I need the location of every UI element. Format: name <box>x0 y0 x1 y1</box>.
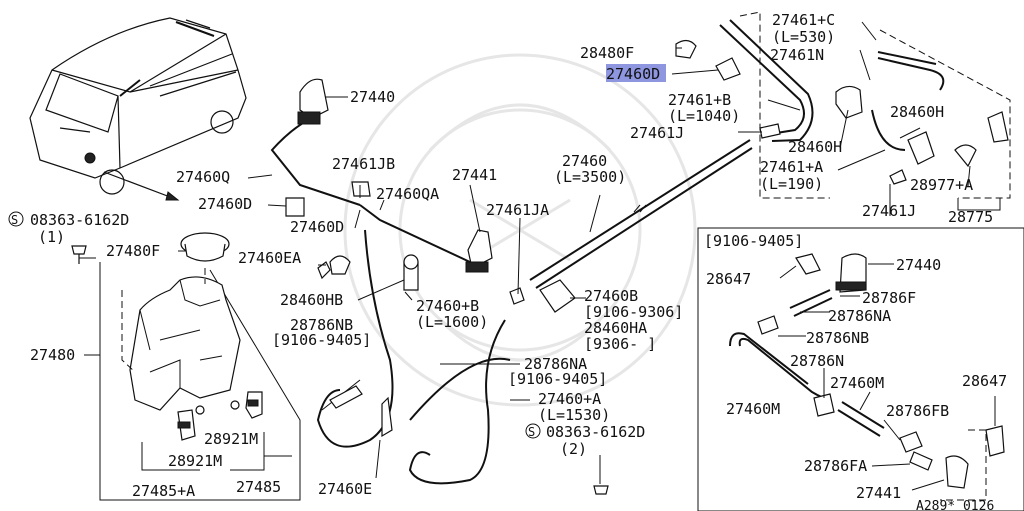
label-27485: 27485 <box>236 478 281 496</box>
label-28921M-right: 28921M <box>204 430 258 448</box>
screw-symbol-2-letter: S <box>528 425 535 439</box>
label-27461C-length: (L=530) <box>772 28 835 46</box>
label-27460A-length: (L=1530) <box>538 406 610 424</box>
label-bolt-2-qty: (2) <box>560 440 587 458</box>
label-28460HB: 28460HB <box>280 291 343 309</box>
nozzles-and-clips <box>285 39 1009 495</box>
leader-lines <box>247 21 971 484</box>
label-27461A-length: (L=190) <box>760 175 823 193</box>
screw-symbol-2 <box>525 423 541 439</box>
label-27461C: 27461+C <box>772 11 835 29</box>
screw-symbol-1-letter: S <box>11 213 18 227</box>
label-27460D-highlighted: 27460D <box>606 65 660 83</box>
inset-label-27460M-right: 27460M <box>830 374 884 392</box>
label-28786NA: 28786NA <box>524 355 587 373</box>
screw-symbol-1 <box>8 211 24 227</box>
label-28786NA-date: [9106-9405] <box>508 370 607 388</box>
label-bolt-1: 08363-6162D <box>30 211 129 229</box>
reservoir-group <box>84 232 301 501</box>
label-27461A: 27461+A <box>760 158 823 176</box>
label-27460Q: 27460Q <box>176 168 230 186</box>
label-28460HA: 28460HA <box>584 319 647 337</box>
label-28786NB-date: [9106-9405] <box>272 331 371 349</box>
label-bolt-2: 08363-6162D <box>546 423 645 441</box>
inset-label-28647-right: 28647 <box>962 372 1007 390</box>
inset-label-27441: 27441 <box>856 484 901 502</box>
label-28786NB: 28786NB <box>290 316 353 334</box>
label-27461B: 27461+B <box>668 91 731 109</box>
inset-label-28786NB: 28786NB <box>806 329 869 347</box>
label-28921M-left: 28921M <box>168 452 222 470</box>
hose-routing <box>270 19 945 485</box>
inset-label-28786N: 28786N <box>790 352 844 370</box>
label-27461JB: 27461JB <box>332 155 395 173</box>
label-27460A: 27460+A <box>538 390 601 408</box>
part-labels: 28480F 27460D 27461+C (L=530) 27461N 274… <box>8 11 1007 511</box>
bolt-08363-left <box>71 245 96 264</box>
label-27461JA: 27461JA <box>486 201 549 219</box>
label-27440: 27440 <box>350 88 395 106</box>
dashed-outline-right <box>739 11 1011 211</box>
label-27485A: 27485+A <box>132 482 195 500</box>
label-27460EA: 27460EA <box>238 249 301 267</box>
label-27460B-length: (L=1600) <box>416 313 488 331</box>
label-bolt-1-qty: (1) <box>38 228 65 246</box>
label-27460B-hose: 27460+B <box>416 297 479 315</box>
label-27460-length: (L=3500) <box>554 168 626 186</box>
label-27461J-bottom: 27461J <box>862 202 916 220</box>
highlight-27460D <box>606 64 666 82</box>
label-27461B-length: (L=1040) <box>668 107 740 125</box>
label-27461N: 27461N <box>770 46 824 64</box>
inset-date-label: [9106-9405] <box>704 232 803 250</box>
label-28460H-left: 28460H <box>788 138 842 156</box>
label-27460B: 27460B <box>584 287 638 305</box>
label-28775: 28775 <box>948 208 993 226</box>
inset-label-28786NA: 28786NA <box>828 307 891 325</box>
inset-label-27440: 27440 <box>896 256 941 274</box>
label-27480: 27480 <box>30 346 75 364</box>
label-27480F: 27480F <box>106 242 160 260</box>
label-28977A: 28977+A <box>910 176 973 194</box>
diagram-code: A289* 0126 <box>916 499 994 511</box>
label-27460E: 27460E <box>318 480 372 498</box>
label-27460QA: 27460QA <box>376 185 439 203</box>
van-illustration <box>29 17 247 201</box>
inset-label-28786F: 28786F <box>862 289 916 307</box>
label-27460B-date: [9106-9306] <box>584 303 683 321</box>
inset-label-28786FB: 28786FB <box>886 402 949 420</box>
label-28460HA-date: [9306- ] <box>584 335 656 353</box>
watermark-emblem <box>343 53 697 407</box>
label-28480F: 28480F <box>580 44 634 62</box>
label-27460D-left: 27460D <box>198 195 252 213</box>
inset-label-28786FA: 28786FA <box>804 457 867 475</box>
label-28460H-right: 28460H <box>890 103 944 121</box>
label-27460-main: 27460 <box>562 152 607 170</box>
inset-label-27460M-left: 27460M <box>726 400 780 418</box>
inset-panel <box>697 227 1024 511</box>
label-27460D-mid: 27460D <box>290 218 344 236</box>
inset-label-28647-top: 28647 <box>706 270 751 288</box>
label-27461J-top: 27461J <box>630 124 684 142</box>
label-27441: 27441 <box>452 166 497 184</box>
